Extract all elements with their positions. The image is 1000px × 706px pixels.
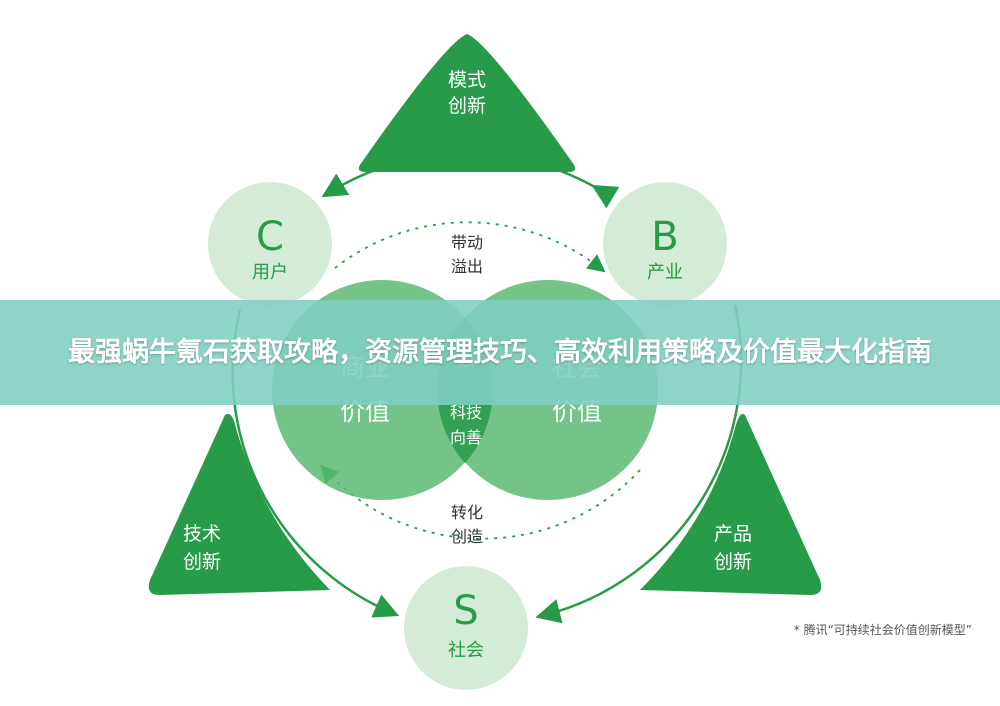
arrow-bottom-line1: 转化: [451, 503, 483, 522]
triangle-left-line1: 技术: [183, 523, 221, 545]
circle-s-letter: S: [453, 588, 478, 634]
circle-c-letter: C: [256, 214, 284, 260]
source-caption: * 腾讯“可持续社会价值创新模型”: [793, 623, 972, 637]
circle-b: [603, 182, 727, 306]
triangle-right-line1: 产品: [714, 523, 752, 545]
venn-center-line2: 科技: [450, 403, 482, 422]
venn-center-line3: 向善: [450, 428, 482, 447]
page-title: 最强蜗牛氪石获取攻略，资源管理技巧、高效利用策略及价值最大化指南: [68, 336, 932, 368]
arrow-top-line2: 溢出: [451, 257, 483, 276]
triangle-top: [358, 34, 576, 172]
triangle-left-line2: 创新: [183, 551, 221, 573]
circle-c-label: 用户: [252, 262, 288, 283]
circle-b-label: 产业: [647, 262, 683, 283]
triangle-top-line1: 模式: [448, 69, 486, 91]
circle-c: [208, 182, 332, 306]
circle-s: [404, 566, 528, 690]
title-banner: 最强蜗牛氪石获取攻略，资源管理技巧、高效利用策略及价值最大化指南: [0, 300, 1000, 405]
arrow-bottom-line2: 创造: [451, 527, 483, 546]
triangle-right-line2: 创新: [714, 551, 752, 573]
circle-s-label: 社会: [448, 640, 484, 661]
triangle-left: [148, 413, 330, 595]
circle-b-letter: B: [651, 214, 678, 260]
triangle-right: [640, 413, 822, 595]
arrow-top-line1: 带动: [451, 233, 483, 252]
dashed-arc-top: [334, 221, 606, 273]
triangle-top-line2: 创新: [448, 95, 486, 117]
